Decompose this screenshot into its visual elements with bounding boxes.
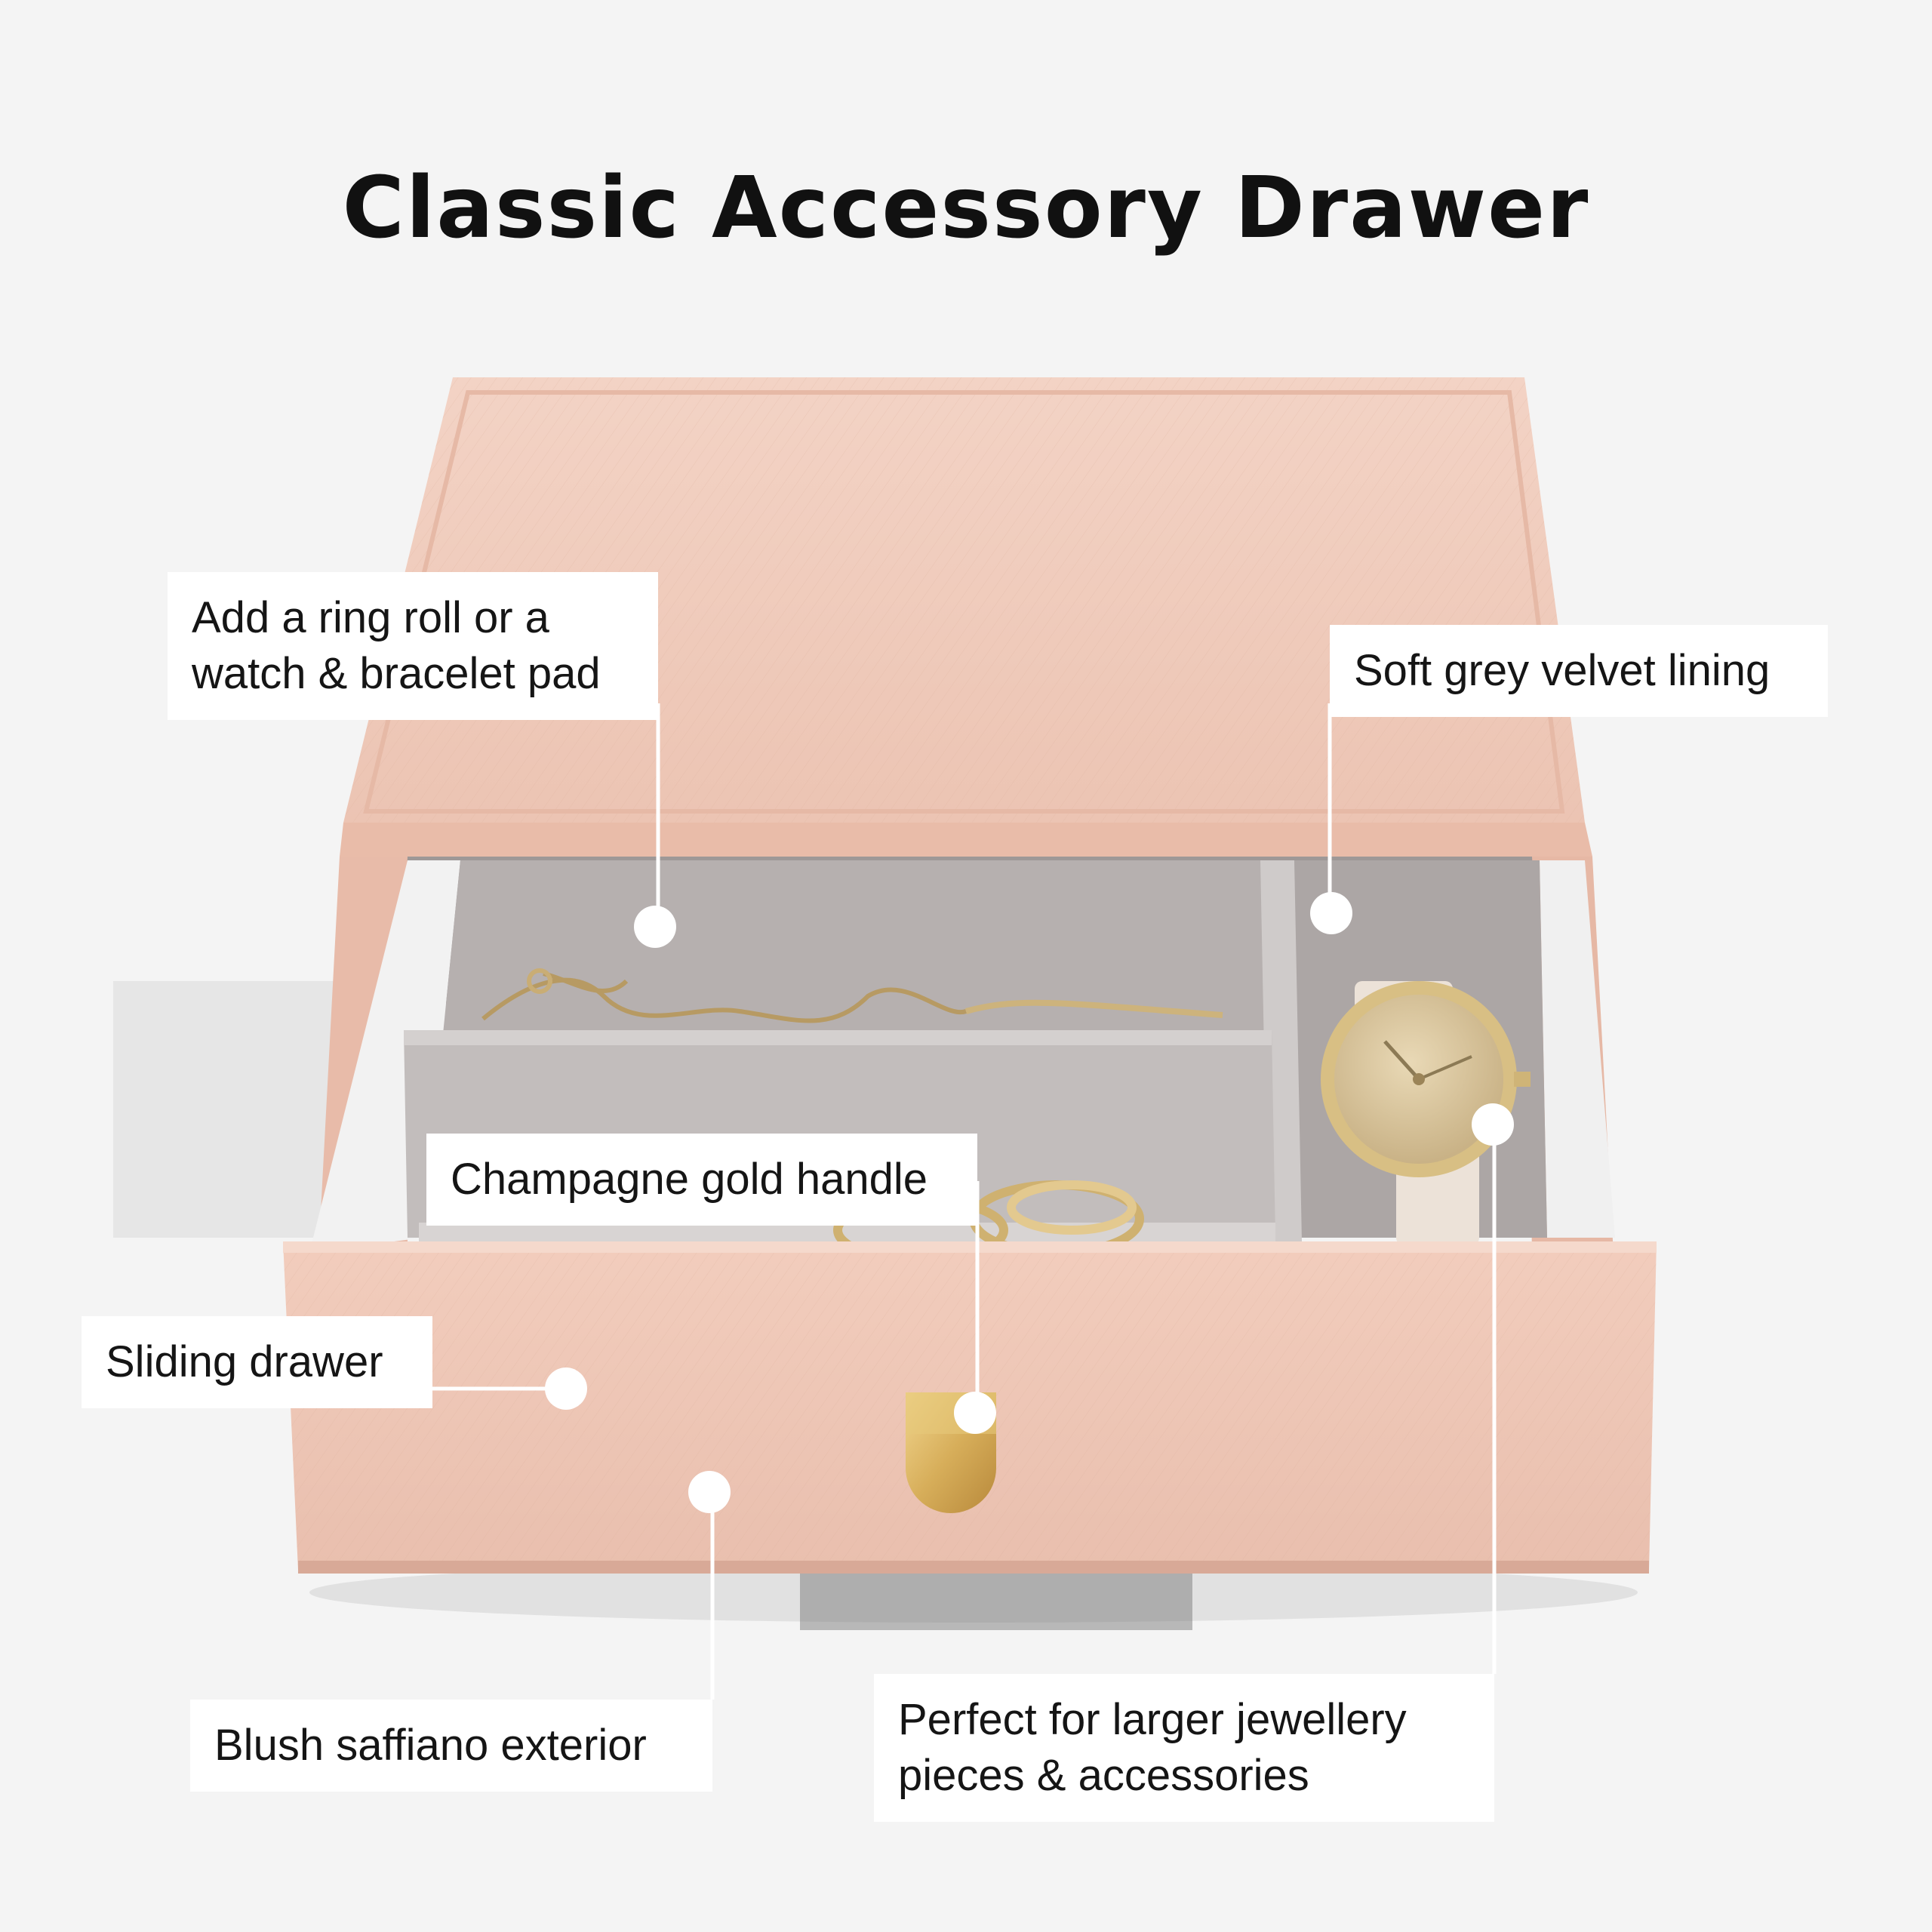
- dot-ring-roll: [634, 906, 676, 948]
- dot-velvet: [1310, 892, 1352, 934]
- dot-handle: [954, 1392, 996, 1434]
- floor-shadow: [113, 981, 1638, 1630]
- page-title: Classic Accessory Drawer: [342, 159, 1590, 257]
- dot-drawer: [545, 1367, 587, 1410]
- dot-larger: [1472, 1103, 1514, 1146]
- callout-handle: Champagne gold handle: [426, 1134, 977, 1226]
- callout-exterior: Blush saffiano exterior: [190, 1700, 712, 1792]
- wristwatch: [1321, 981, 1531, 1245]
- callout-velvet-lining: Soft grey velvet lining: [1330, 625, 1828, 717]
- callout-ring-roll: Add a ring roll or a watch & bracelet pa…: [168, 572, 658, 720]
- callout-sliding-drawer: Sliding drawer: [82, 1316, 432, 1408]
- gold-necklace: [481, 968, 1223, 1023]
- callout-larger-pieces: Perfect for larger jewellery pieces & ac…: [874, 1674, 1494, 1822]
- callout-lines: [432, 703, 1497, 1700]
- callout-dots: [545, 892, 1514, 1513]
- dot-exterior: [688, 1471, 731, 1513]
